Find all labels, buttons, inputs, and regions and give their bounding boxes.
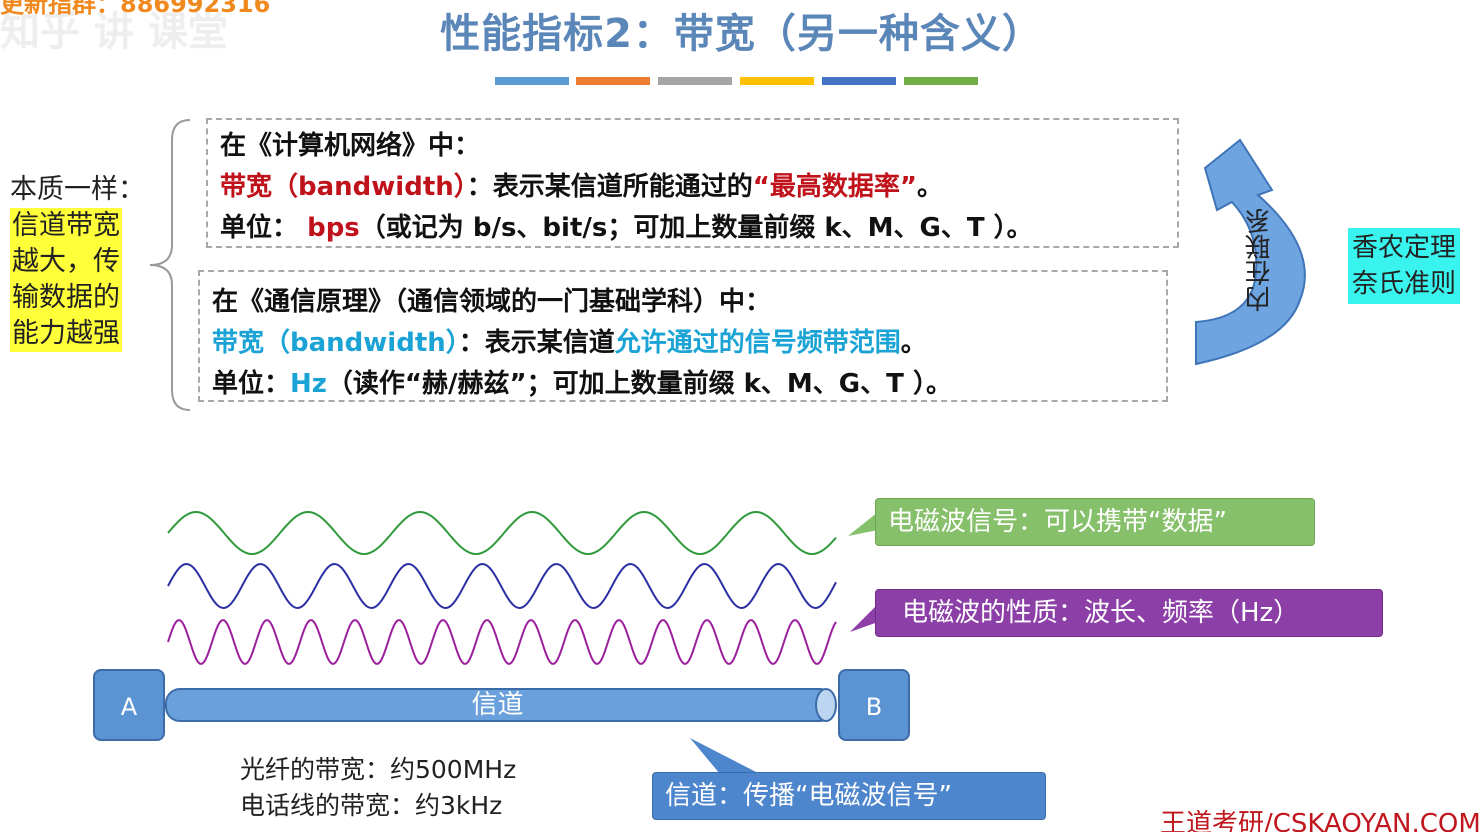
network-desc-suffix: 。 bbox=[916, 172, 943, 202]
network-unit-rest: （或记为 b/s、bit/s；可加上数量前缀 k、M、G、T ）。 bbox=[359, 213, 1033, 243]
left-note-highlight-2: 越大，传 bbox=[10, 244, 122, 280]
comm-definition-box: 在《通信原理》（通信领域的一门基础学科）中： 带宽（bandwidth）：表示某… bbox=[198, 270, 1168, 402]
credit-watermark: 王道考研/CSKAOYAN.COM bbox=[1160, 809, 1481, 832]
left-note: 本质一样： 信道带宽 越大，传 输数据的 能力越强 bbox=[10, 172, 145, 352]
network-unit-line: 单位： bps（或记为 b/s、bit/s；可加上数量前缀 k、M、G、T ）。 bbox=[220, 208, 1177, 249]
comm-desc-suffix: 。 bbox=[900, 328, 927, 358]
color-bar bbox=[658, 77, 732, 85]
comm-unit-label: 单位： bbox=[212, 369, 291, 399]
left-note-highlight-1: 信道带宽 bbox=[10, 208, 122, 244]
network-desc-highlight: “最高数据率” bbox=[752, 172, 917, 202]
callout-blue-tail bbox=[690, 738, 760, 774]
wave-green bbox=[167, 510, 837, 556]
wave-purple bbox=[167, 619, 837, 665]
callout-channel: 信道：传播“电磁波信号” bbox=[652, 772, 1046, 820]
callout-purple-tail bbox=[850, 604, 878, 632]
wave-blue bbox=[167, 563, 837, 609]
network-term: 带宽（bandwidth） bbox=[220, 172, 467, 202]
theorem-note-line-1: 香农定理 bbox=[1352, 233, 1457, 263]
comm-term: 带宽（bandwidth） bbox=[212, 328, 459, 358]
comm-desc-prefix: ：表示某信道 bbox=[458, 328, 615, 358]
channel-pipe-end bbox=[815, 688, 837, 722]
relation-arrow-label: 内在联系 bbox=[1245, 208, 1275, 312]
color-bar bbox=[495, 77, 569, 85]
left-note-intro: 本质一样： bbox=[10, 174, 145, 205]
channel-label: 信道 bbox=[471, 690, 524, 720]
watermark-top: 更新指群：886992316 bbox=[0, 0, 271, 18]
theorem-note: 香农定理 奈氏准则 bbox=[1348, 228, 1461, 304]
left-note-highlight-3: 输数据的 bbox=[10, 280, 122, 316]
color-bar bbox=[576, 77, 650, 85]
fiber-bandwidth: 光纤的带宽：约500MHz bbox=[240, 755, 517, 784]
node-b: B bbox=[838, 669, 910, 741]
comm-unit-rest: （读作“赫/赫兹”；可加上数量前缀 k、M、G、T ）。 bbox=[326, 369, 952, 399]
network-unit-label: 单位： bbox=[220, 213, 299, 243]
comm-definition-line: 带宽（bandwidth）：表示某信道允许通过的信号频带范围。 bbox=[212, 323, 1166, 364]
color-bar bbox=[822, 77, 896, 85]
callout-em-signal: 电磁波信号：可以携带“数据” bbox=[875, 498, 1315, 546]
network-definition-box: 在《计算机网络》中： 带宽（bandwidth）：表示某信道所能通过的“最高数据… bbox=[206, 118, 1179, 248]
bandwidth-examples: 光纤的带宽：约500MHz 电话线的带宽：约3kHz bbox=[240, 752, 516, 824]
network-heading: 在《计算机网络》中： bbox=[220, 131, 481, 161]
callout-em-properties: 电磁波的性质：波长、频率（Hz） bbox=[875, 589, 1383, 637]
left-note-highlight-4: 能力越强 bbox=[10, 316, 122, 352]
color-bar bbox=[740, 77, 814, 85]
phone-bandwidth: 电话线的带宽：约3kHz bbox=[240, 791, 503, 820]
network-desc-prefix: ：表示某信道所能通过的 bbox=[466, 172, 753, 202]
comm-unit-line: 单位：Hz（读作“赫/赫兹”；可加上数量前缀 k、M、G、T ）。 bbox=[212, 364, 1166, 405]
relation-arrow-body bbox=[1195, 138, 1306, 366]
theorem-note-line-2: 奈氏准则 bbox=[1352, 269, 1457, 299]
left-brace bbox=[149, 119, 191, 411]
page-title: 性能指标2：带宽（另一种含义） bbox=[440, 11, 1043, 57]
callout-green-tail bbox=[848, 512, 878, 536]
comm-unit-value: Hz bbox=[290, 369, 327, 399]
network-unit-value: bps bbox=[307, 213, 360, 243]
comm-heading: 在《通信原理》（通信领域的一门基础学科）中： bbox=[212, 287, 772, 317]
network-definition-line: 带宽（bandwidth）：表示某信道所能通过的“最高数据率”。 bbox=[220, 167, 1177, 208]
color-bar bbox=[904, 77, 978, 85]
watermark-ghost: 知乎 讲 课堂 bbox=[0, 9, 228, 55]
node-a: A bbox=[93, 669, 165, 741]
comm-desc-highlight: 允许通过的信号频带范围 bbox=[614, 328, 901, 358]
